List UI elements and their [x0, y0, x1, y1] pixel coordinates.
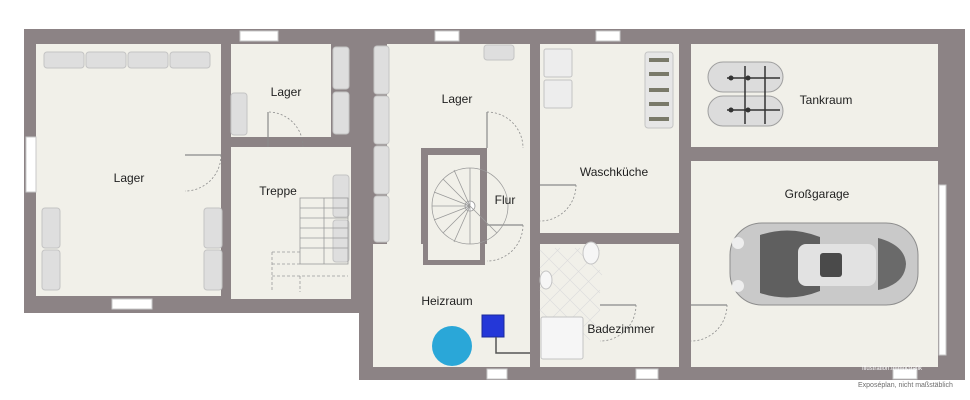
shelves	[41, 44, 674, 360]
shelf-right-2	[203, 249, 223, 291]
shelf-mid-4	[373, 195, 390, 243]
floor-hall-left	[387, 148, 421, 244]
room-label-lager-left: Lager	[113, 171, 145, 185]
floor-lager-left	[36, 44, 221, 296]
shelf-mid-2	[373, 95, 390, 145]
shelf-lager-2	[332, 46, 350, 90]
shower-tray	[540, 316, 584, 360]
straight-stair	[271, 197, 349, 292]
boiler-tank	[432, 326, 472, 366]
door-garage	[690, 304, 728, 342]
room-label-badezimmer: Badezimmer	[587, 322, 655, 336]
shelf-lager-3	[332, 91, 350, 135]
pipes	[495, 337, 530, 354]
door-waschkueche	[539, 184, 577, 222]
room-label-treppe: Treppe	[259, 184, 297, 198]
car	[729, 222, 919, 306]
window-top-3	[595, 30, 621, 42]
door-lager-left	[184, 154, 222, 192]
shelf-lager-1	[230, 92, 248, 136]
windows	[25, 30, 947, 380]
oil-tanks	[707, 61, 784, 127]
garage-door	[938, 184, 947, 356]
door-flur	[486, 224, 524, 262]
shelf-mid-1	[373, 45, 390, 95]
bath-tiles	[539, 247, 603, 346]
door-lager-top	[267, 111, 304, 148]
shelf-items	[649, 58, 669, 121]
shelf-left-1	[41, 207, 61, 249]
shelf-left-2	[41, 249, 61, 291]
shelf-top-3	[127, 51, 169, 69]
shelf-mid-3	[373, 145, 390, 195]
window-top-2	[434, 30, 460, 42]
illustration-credit: Illustration:ImmoGrafik	[862, 366, 923, 372]
door-leaves	[185, 112, 727, 306]
floor-lager-top	[231, 44, 331, 137]
room-label-lager-top: Lager	[270, 85, 302, 99]
room-label-flur: Flur	[494, 193, 516, 207]
window-bottom-1	[486, 368, 508, 380]
washer-2	[543, 79, 573, 109]
plan-note: Exposéplan, nicht maßstäblich	[858, 382, 953, 389]
shelf-top-4	[169, 51, 211, 69]
room-label-lager-mid: Lager	[441, 92, 473, 106]
door-lager-mid	[486, 111, 524, 149]
spiral-stair	[431, 167, 509, 245]
room-floors	[36, 44, 938, 367]
room-label-waschkueche: Waschküche	[579, 165, 649, 179]
shelf-lager-5	[332, 219, 350, 263]
washer-1	[543, 48, 573, 78]
window-bottom-3	[892, 368, 918, 380]
floor-treppe	[231, 147, 351, 299]
window-bottom-left	[111, 298, 153, 310]
window-left	[25, 136, 37, 193]
floor-lager-mid	[387, 44, 530, 148]
washbasin	[539, 270, 553, 290]
shelf-top-1	[43, 51, 85, 69]
room-label-tankraum: Tankraum	[799, 93, 853, 107]
shelf-right-1	[203, 207, 223, 249]
room-label-grossgarage: Großgarage	[784, 187, 850, 201]
heat-pump	[481, 314, 505, 338]
doors	[184, 111, 728, 342]
shelf-mid-top	[483, 44, 515, 61]
room-label-heizraum: Heizraum	[421, 294, 473, 308]
window-bottom-2	[635, 368, 659, 380]
shelf-lager-4	[332, 174, 350, 218]
shelf-top-2	[85, 51, 127, 69]
toilet	[582, 241, 600, 265]
door-badezimmer	[599, 304, 637, 342]
window-top-1	[239, 30, 279, 42]
